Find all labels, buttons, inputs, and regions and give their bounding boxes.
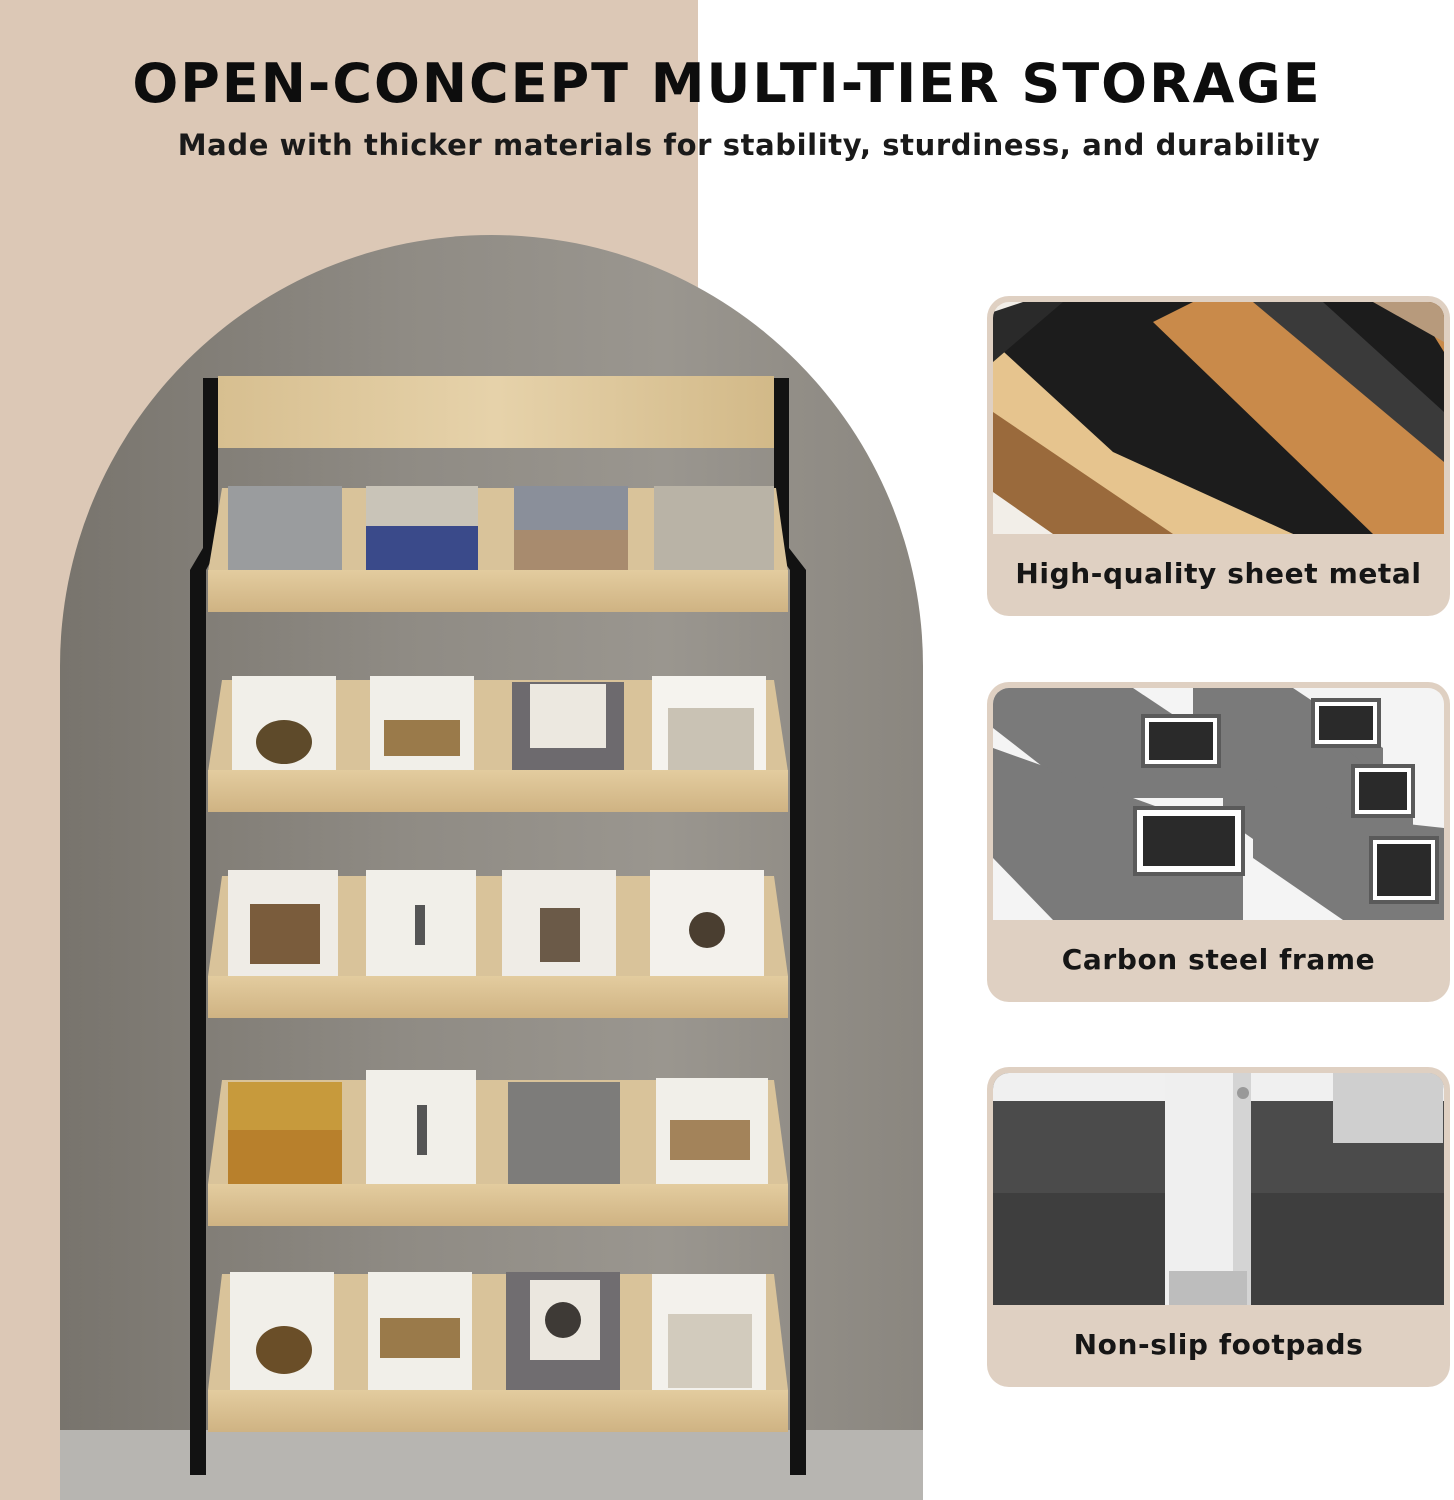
top-backboard	[218, 376, 774, 448]
feature-card-footpads: Non-slip footpads	[987, 1067, 1450, 1387]
shelf-tier-5	[208, 1272, 788, 1432]
feature-card-steel-frame: Carbon steel frame	[987, 682, 1450, 1002]
square-steel-tubes-icon	[993, 688, 1444, 920]
footpads-image	[993, 1073, 1444, 1305]
feature-label: Non-slip footpads	[1073, 1327, 1364, 1361]
shelf-tier-1	[208, 486, 788, 612]
page-subtitle: Made with thicker materials for stabilit…	[177, 128, 1321, 162]
sheet-metal-image	[993, 302, 1444, 534]
rack-frame	[190, 378, 806, 1475]
shelf-tier-3	[208, 870, 788, 1018]
steel-frame-image	[993, 688, 1444, 920]
page-title: OPEN-CONCEPT MULTI-TIER STORAGE	[132, 52, 1322, 115]
shelf-tier-4	[208, 1070, 788, 1226]
shelf-leg-footpad-icon	[993, 1073, 1444, 1305]
shelf-tier-2	[208, 676, 788, 812]
wood-grain-sheet-metal-icon	[993, 302, 1444, 534]
feature-label: High-quality sheet metal	[1015, 556, 1422, 590]
feature-label: Carbon steel frame	[1061, 942, 1376, 976]
feature-card-sheet-metal: High-quality sheet metal	[987, 296, 1450, 616]
